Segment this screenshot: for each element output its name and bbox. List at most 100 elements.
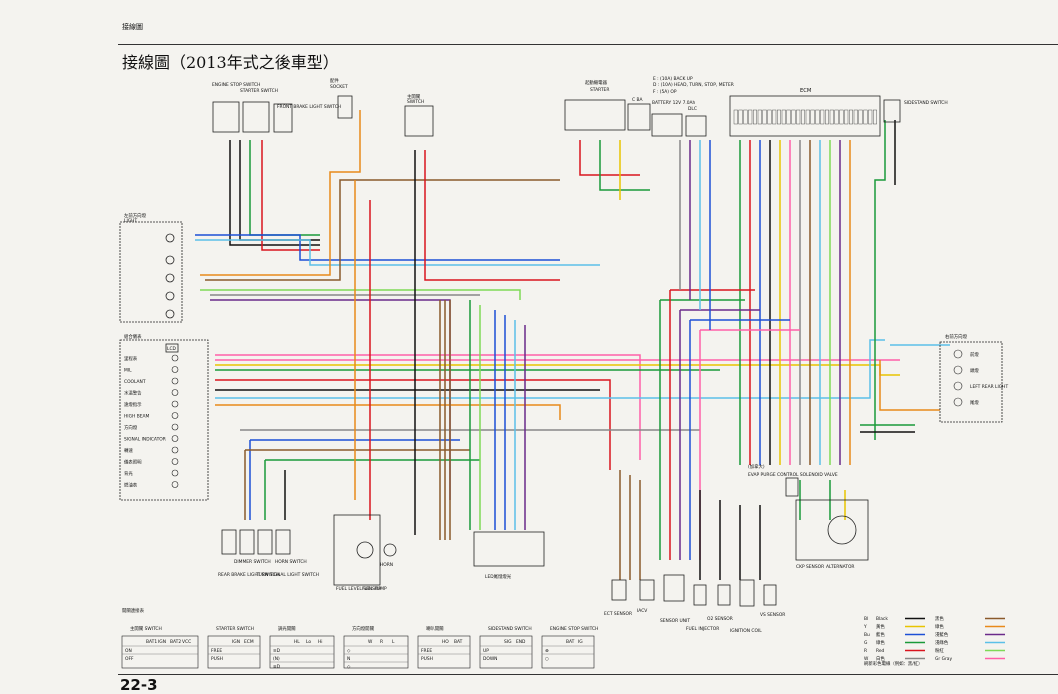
sensor-unit-label: SENSOR UNIT [660, 618, 690, 624]
switch-table-col: IG [578, 639, 583, 645]
main-switch-group: 主開關 SWITCH [404, 93, 434, 137]
meter-item-label: 儀表照明 [124, 459, 142, 466]
ecm-pin [757, 109, 762, 125]
fuse-note-e: E : (10A) BACK UP [653, 76, 693, 82]
fuse-notes: E : (10A) BACK UP D : (10A) HEAD, TURN, … [653, 76, 734, 95]
switch-table-row: UP [483, 648, 489, 654]
left-light-group-label: 左前方向燈 [124, 212, 147, 219]
legend-code: Y [863, 624, 867, 630]
ecm-pin [777, 109, 782, 125]
starter-relay-group: 起動繼電器 STARTER C BA [564, 79, 651, 131]
switch-table-caption: 開關連接表 [122, 607, 145, 614]
legend-code: G [864, 640, 868, 646]
meter-item-label: 燃油表 [124, 482, 138, 489]
switch-table-row: N [347, 656, 350, 662]
meter-item-label: 里程表 [124, 355, 138, 362]
switch-table-col: ECM [244, 639, 254, 645]
switch-table-col: BAT [454, 639, 463, 645]
ecm-pin [873, 109, 878, 125]
page-number: 22-3 [120, 676, 158, 694]
socket-label: SOCKET [330, 84, 348, 90]
switch-table-row: ◇ [347, 649, 351, 654]
starter-relay-cn-label: 起動繼電器 [585, 79, 608, 86]
lamp-icon [953, 349, 963, 359]
ecm-pin [834, 109, 839, 125]
indicator-bulb-icon [171, 435, 179, 442]
meter-item-label: 轉速 [124, 447, 133, 454]
horn-switch-label: HORN SWITCH [275, 559, 307, 565]
switch-table-col: Lo [306, 639, 311, 645]
indicator-bulb-icon [171, 481, 179, 488]
legend-cn: 綠色 [935, 623, 944, 630]
socket-cn-label: 配件 [330, 77, 339, 84]
legend-cn: 黑色 [935, 615, 944, 622]
fuse-note-d: D : (10A) HEAD, TURN, STOP, METER [653, 82, 734, 88]
legend-name: 白色 [876, 655, 885, 662]
legend-name: Black [876, 616, 888, 622]
switch-table-frame [479, 635, 533, 669]
ecm-pin [753, 109, 758, 125]
legend-cn: Gr Gray [935, 656, 953, 662]
indicator-bulb-icon [171, 469, 179, 477]
ignition-coil-label: IGNITION COIL [730, 628, 762, 634]
handlebar-switches-top: ENGINE STOP SWITCH STARTER SWITCH FRONT … [212, 82, 341, 133]
indicator-bulb-icon [171, 423, 179, 431]
switch-table-col: L [392, 639, 395, 645]
socket-group: 配件 SOCKET [330, 77, 353, 119]
legend-name: Red [876, 648, 885, 654]
switch-table-col: R [380, 639, 383, 645]
evap-group: (加拿大) EVAP PURGE CONTROL SOLENOID VALVE [748, 463, 838, 497]
switch-table-col: END [516, 639, 526, 645]
bottom-left-switches: DIMMER SWITCH HORN SWITCH REAR BRAKE LIG… [218, 529, 319, 578]
ecm-label: ECM [800, 88, 811, 94]
left-light-group: 左前方向燈 LIGHT [119, 212, 183, 323]
switch-table-col: HL [294, 639, 300, 645]
dlc-label: DLC [688, 106, 697, 112]
legend-note: 刷新彩色電線（例如：黑/紅） [864, 660, 923, 667]
page-title: 接線圖（2013年式之後車型） [122, 53, 339, 72]
lcd-label: LCD [167, 346, 177, 352]
footer-rule [118, 674, 1058, 675]
switch-table-col: HO [442, 639, 449, 645]
switch-table-col: IGN [232, 639, 240, 645]
ecm-pin [791, 109, 796, 125]
indicator-bulb-icon [171, 412, 179, 419]
main-switch-cn-label: 主開關 [407, 93, 421, 100]
switch-table-title: 主開關 SWITCH [130, 625, 162, 632]
indicator-bulb-icon [171, 366, 179, 373]
legend-cn: 淺綠色 [935, 639, 949, 646]
switch-table-row: ≡D [273, 664, 281, 670]
ecm-pin [815, 109, 820, 125]
switch-table-frame [269, 635, 335, 669]
dimmer-switch-label: DIMMER SWITCH [234, 559, 271, 565]
ecm-pin [810, 109, 815, 125]
meter-label: 組合儀表 [124, 333, 142, 340]
ecm-pin [825, 109, 830, 125]
fuel-pump-label: FUEL PUMP [362, 586, 387, 592]
meter-item-label: 遠燈指示 [124, 401, 142, 408]
battery-group: BATTERY 12V 7.0Ah DLC [651, 100, 707, 137]
ecm-pin [829, 109, 834, 125]
meter-item-label: SIGNAL INDICATOR [124, 437, 166, 443]
ecm-pin [853, 109, 858, 125]
wire-harness [195, 110, 950, 580]
meter-item-label: MIL [124, 368, 132, 374]
switch-table-row: PUSH [211, 656, 223, 662]
switch-table-frame [121, 635, 199, 669]
ecm-pin [820, 109, 825, 125]
fuel-level-sensor-label: FUEL LEVEL SENSOR [336, 586, 381, 592]
indicator-bulb-icon [171, 354, 179, 362]
ecm-pin [858, 109, 863, 125]
ecm-pin [767, 109, 772, 125]
front-brake-light-switch-label: FRONT BRAKE LIGHT SWITCH [277, 104, 341, 110]
switch-table-title: ENGINE STOP SWITCH [550, 626, 598, 632]
ecm-pin [868, 109, 873, 125]
